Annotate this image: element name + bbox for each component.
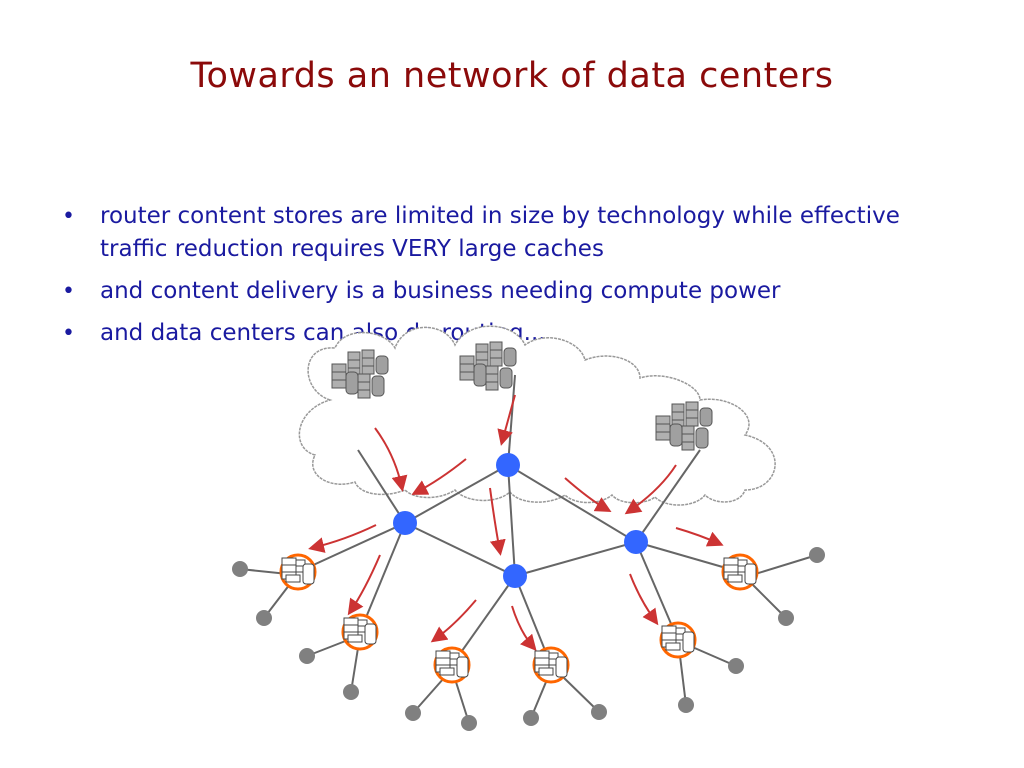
- edge-server-icon: [279, 553, 317, 591]
- router-links: [297, 374, 741, 666]
- edge-server-icon: [532, 646, 570, 684]
- host-node: [461, 715, 477, 731]
- router-node: [503, 564, 527, 588]
- bullet-item: •router content stores are limited in si…: [62, 203, 900, 262]
- host-node: [778, 610, 794, 626]
- host-node: [591, 704, 607, 720]
- slide-title: Towards an network of data centers: [190, 56, 834, 96]
- bullet-text: and content delivery is a business needi…: [100, 278, 781, 304]
- router-node: [393, 511, 417, 535]
- host-node: [405, 705, 421, 721]
- bullet-text: router content stores are limited in siz…: [100, 203, 900, 262]
- host-node: [809, 547, 825, 563]
- host-node: [728, 658, 744, 674]
- bullet-item: •and content delivery is a business need…: [62, 278, 781, 304]
- router-node: [496, 453, 520, 477]
- hosts: [232, 547, 825, 731]
- host-node: [523, 710, 539, 726]
- edge-server-icon: [433, 646, 471, 684]
- host-links: [239, 554, 818, 724]
- bullet-list: •router content stores are limited in si…: [62, 200, 962, 359]
- routers: [393, 453, 648, 588]
- edge-server-icon: [659, 621, 697, 659]
- host-node: [678, 697, 694, 713]
- host-node: [299, 648, 315, 664]
- router-node: [624, 530, 648, 554]
- host-node: [232, 561, 248, 577]
- edge-server-icon: [721, 553, 759, 591]
- cloud-shape: [298, 325, 776, 506]
- flow-arrows: [308, 394, 724, 652]
- host-node: [343, 684, 359, 700]
- host-node: [256, 610, 272, 626]
- edge-server-icon: [341, 613, 379, 651]
